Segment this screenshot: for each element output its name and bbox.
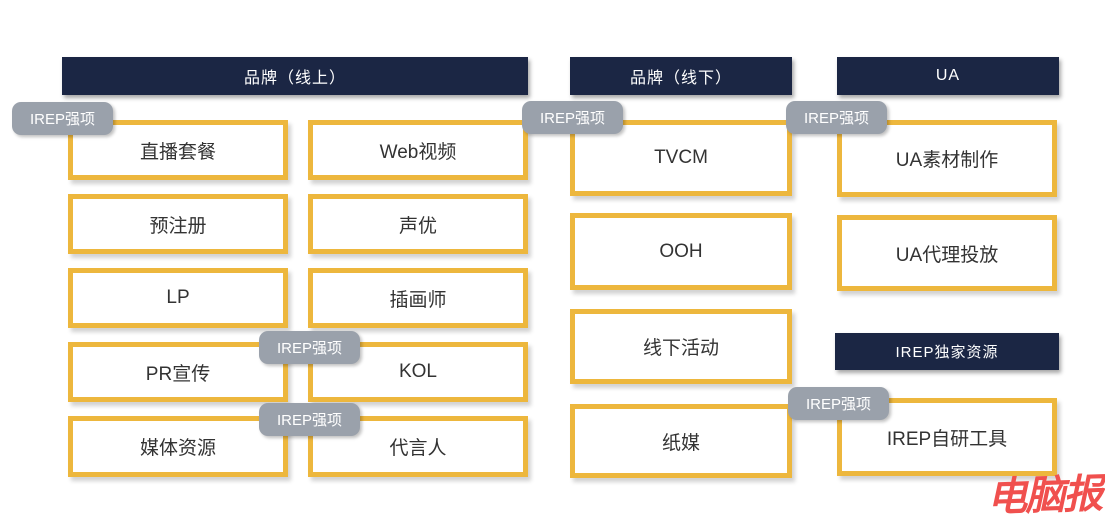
box-pr-promotion: PR宣传 <box>68 342 288 402</box>
box-ooh: OOH <box>570 213 792 290</box>
badge-irep-strength-6: IREP强项 <box>788 387 889 420</box>
badge-irep-strength-4: IREP强项 <box>259 331 360 364</box>
badge-irep-strength-1: IREP强项 <box>12 102 113 135</box>
box-illustrator: 插画师 <box>308 268 528 328</box>
header-brand-online: 品牌（线上） <box>62 57 528 95</box>
header-irep-exclusive: IREP独家资源 <box>835 333 1059 370</box>
box-pre-registration: 预注册 <box>68 194 288 254</box>
box-offline-events: 线下活动 <box>570 309 792 384</box>
badge-irep-strength-2: IREP强项 <box>522 101 623 134</box>
box-ua-agency-placement: UA代理投放 <box>837 215 1057 291</box>
box-media-resources: 媒体资源 <box>68 416 288 477</box>
badge-irep-strength-3: IREP强项 <box>786 101 887 134</box>
box-live-stream-package: 直播套餐 <box>68 120 288 180</box>
box-lp: LP <box>68 268 288 328</box>
diannaobao-watermark-logo: 电脑报 <box>986 470 1102 521</box>
box-print-media: 纸媒 <box>570 404 792 478</box>
badge-irep-strength-5: IREP强项 <box>259 403 360 436</box>
header-brand-offline: 品牌（线下） <box>570 57 792 95</box>
header-ua: UA <box>837 57 1059 95</box>
box-voice-actor: 声优 <box>308 194 528 254</box>
box-web-video: Web视频 <box>308 120 528 180</box>
